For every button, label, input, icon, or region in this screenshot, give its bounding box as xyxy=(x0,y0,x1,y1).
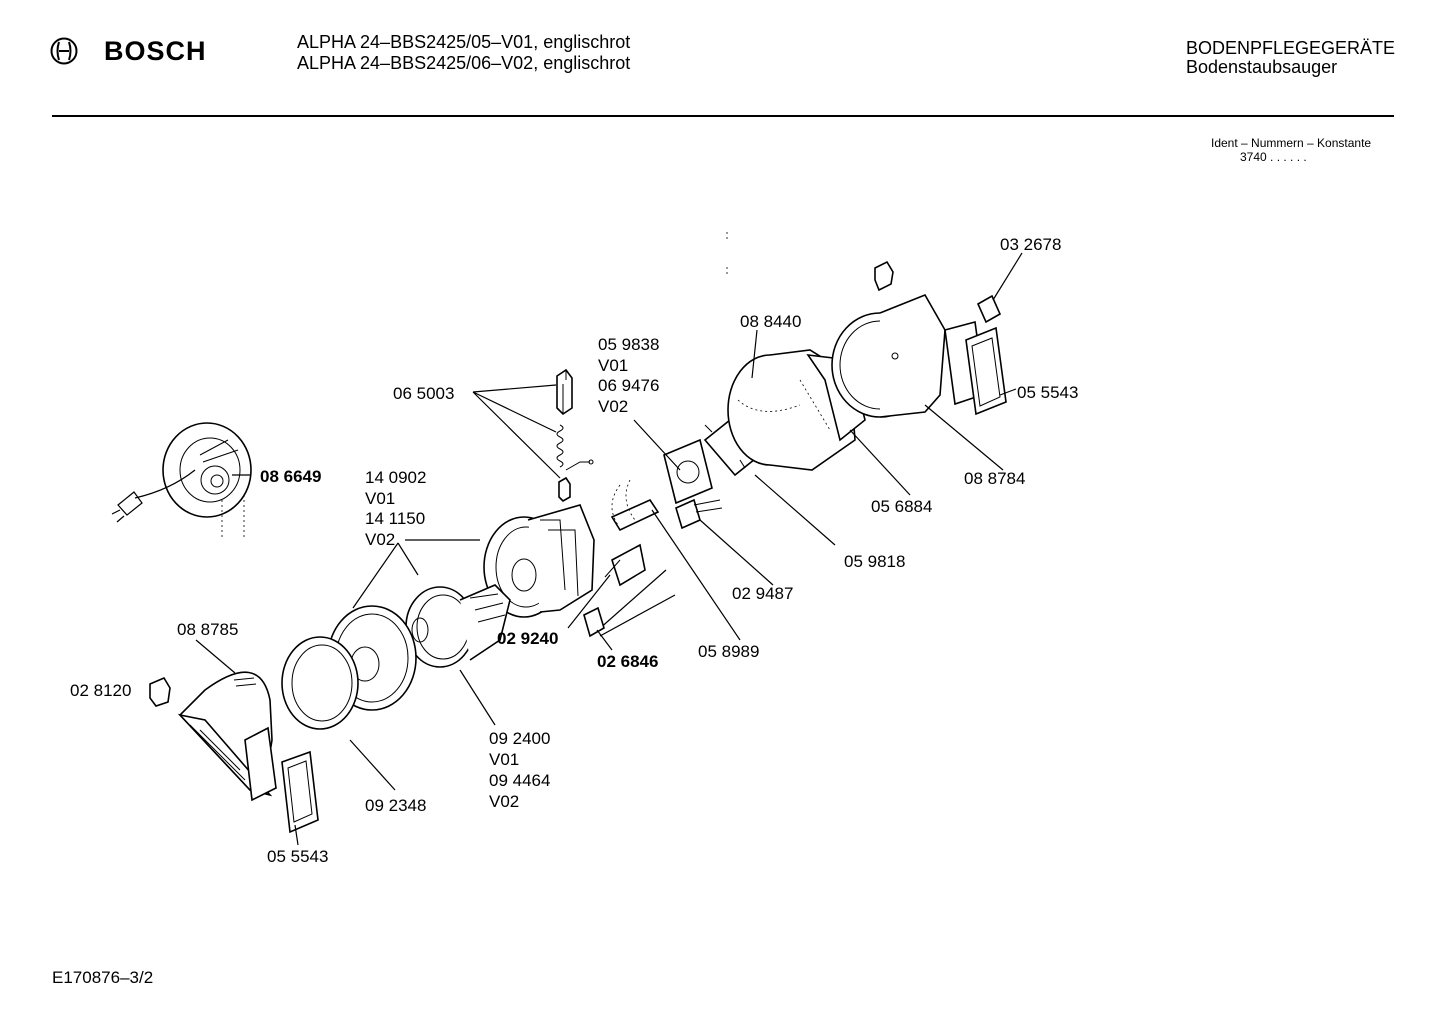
part-label: 02 6846 xyxy=(597,652,658,671)
brush-assembly-drawing xyxy=(472,368,594,502)
part-label: 14 1150 xyxy=(365,509,425,528)
category-title: BODENPFLEGEGERÄTE xyxy=(1186,38,1396,58)
variant-label: V02 xyxy=(598,397,628,416)
category: BODENPFLEGEGERÄTE Bodenstaubsauger xyxy=(1186,39,1395,77)
clip-drawing xyxy=(149,676,171,707)
part-label: 08 8784 xyxy=(964,469,1025,488)
ident-title: Ident – Nummern – Konstante xyxy=(1211,136,1372,150)
variant-label: V02 xyxy=(489,792,519,811)
variant-label: V01 xyxy=(598,356,628,375)
suppressor-drawing xyxy=(583,479,676,638)
part-label: 14 0902 xyxy=(365,468,426,487)
ident-value: 3740 . . . . . . xyxy=(1240,150,1307,164)
drawing-code: E170876–3/2 xyxy=(52,968,154,987)
variant-label: V01 xyxy=(489,750,519,769)
model-line: ALPHA 24–BBS2425/06–V02, englischrot xyxy=(297,53,631,73)
exhaust-housing-drawing xyxy=(177,671,277,802)
model-list: ALPHA 24–BBS2425/05–V01, englischrot ALP… xyxy=(297,32,630,74)
ident-constant: Ident – Nummern – Konstante 3740 . . . .… xyxy=(1211,136,1371,164)
variant-label: V01 xyxy=(365,489,395,508)
part-label: 02 9487 xyxy=(732,584,793,603)
bosch-logo-icon xyxy=(50,37,78,65)
brand-name: BOSCH xyxy=(104,36,207,66)
variant-label: V02 xyxy=(365,530,395,549)
model-line: ALPHA 24–BBS2425/05–V01, englischrot xyxy=(297,32,631,52)
motor-housing-drawing xyxy=(483,504,595,618)
part-label: 09 2400 xyxy=(489,729,550,748)
switch-plate-drawing xyxy=(663,438,723,530)
seal-ring-drawing xyxy=(281,636,359,730)
container-housing-drawing xyxy=(831,293,946,418)
part-label: 08 8440 xyxy=(740,312,801,331)
filter-frame-bottom-drawing xyxy=(281,750,319,834)
part-label: 05 5543 xyxy=(267,847,328,866)
small-parts-top-drawing xyxy=(726,232,1002,324)
part-label: 02 9240 xyxy=(497,629,558,648)
part-label: 03 2678 xyxy=(1000,235,1061,254)
part-label: 05 9818 xyxy=(844,552,905,571)
part-label: 02 8120 xyxy=(70,681,131,700)
armature-drawing xyxy=(405,584,511,668)
filter-frame-top-drawing xyxy=(944,320,1007,416)
part-label: 05 9838 xyxy=(598,335,659,354)
part-label: 05 5543 xyxy=(1017,383,1078,402)
cable-reel-drawing xyxy=(111,422,252,540)
part-label: 06 5003 xyxy=(393,384,454,403)
header-divider xyxy=(52,115,1394,117)
motor-cover-drawing xyxy=(727,349,856,471)
part-label: 06 9476 xyxy=(598,376,659,395)
part-label: 05 6884 xyxy=(871,497,932,516)
part-label: 08 6649 xyxy=(260,467,321,486)
category-subtitle: Bodenstaubsauger xyxy=(1186,57,1338,77)
part-label: 05 8989 xyxy=(698,642,759,661)
part-label: 09 4464 xyxy=(489,771,550,790)
part-label: 08 8785 xyxy=(177,620,238,639)
leader-lines xyxy=(195,252,1023,846)
part-label: 09 2348 xyxy=(365,796,426,815)
